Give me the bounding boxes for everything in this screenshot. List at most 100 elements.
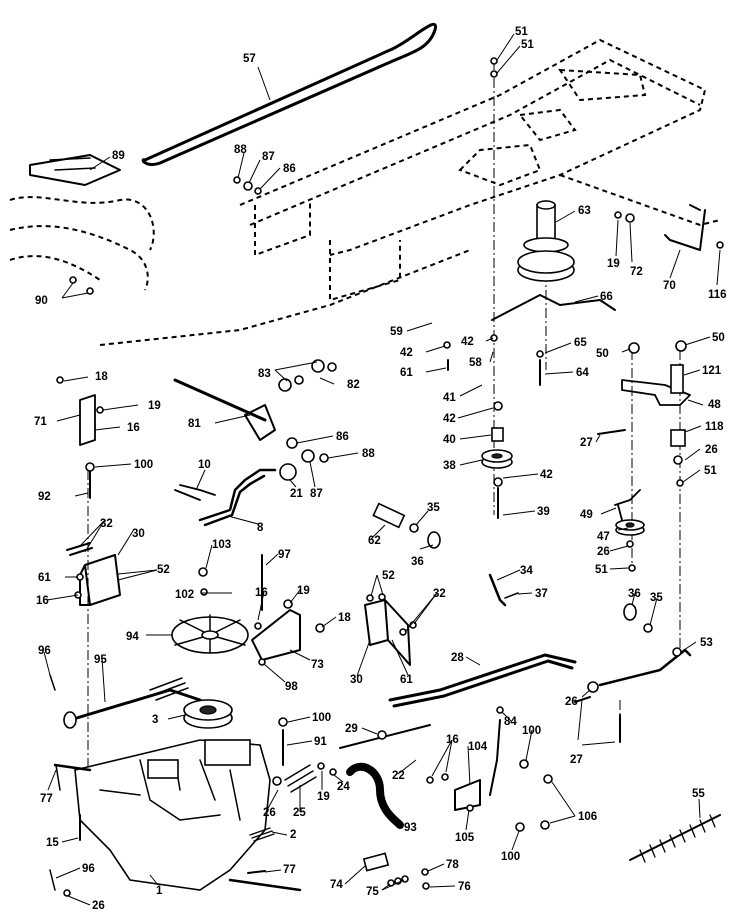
idler-pulley-47 xyxy=(615,519,645,536)
callout-75: 75 xyxy=(366,886,379,898)
callout-39: 39 xyxy=(537,506,550,518)
callout-24: 24 xyxy=(337,781,350,793)
callout-102: 102 xyxy=(175,589,194,601)
callout-16: 16 xyxy=(446,734,459,746)
cooling-fan xyxy=(171,614,249,654)
callout-100: 100 xyxy=(501,851,520,863)
callout-38: 38 xyxy=(443,460,456,472)
rod-53 xyxy=(598,648,692,687)
callout-84: 84 xyxy=(504,716,517,728)
callout-82: 82 xyxy=(347,379,360,391)
callout-35: 35 xyxy=(650,592,663,604)
callout-51: 51 xyxy=(595,564,608,576)
callout-42: 42 xyxy=(400,347,413,359)
callout-18: 18 xyxy=(95,371,108,383)
callout-30: 30 xyxy=(132,528,145,540)
callout-61: 61 xyxy=(38,572,51,584)
callout-88: 88 xyxy=(362,448,375,460)
callout-90: 90 xyxy=(35,295,48,307)
transmission-pulley xyxy=(183,699,233,729)
callout-86: 86 xyxy=(283,163,296,175)
leader-lines xyxy=(43,33,721,906)
rod-34 xyxy=(488,573,507,607)
callout-26: 26 xyxy=(565,696,578,708)
callout-10: 10 xyxy=(198,459,211,471)
callout-22: 22 xyxy=(392,770,405,782)
callout-18: 18 xyxy=(338,612,351,624)
callout-86: 86 xyxy=(336,431,349,443)
callout-15: 15 xyxy=(46,837,59,849)
upper-pulley xyxy=(517,200,575,282)
callout-58: 58 xyxy=(469,357,482,369)
callout-42: 42 xyxy=(443,413,456,425)
callout-34: 34 xyxy=(520,565,533,577)
callout-36: 36 xyxy=(628,588,641,600)
callout-48: 48 xyxy=(708,399,721,411)
callout-70: 70 xyxy=(663,280,676,292)
bracket-49 xyxy=(614,489,641,521)
callout-36: 36 xyxy=(411,556,424,568)
callout-100: 100 xyxy=(522,725,541,737)
callout-26: 26 xyxy=(92,900,105,912)
callout-49: 49 xyxy=(580,509,593,521)
callout-32: 32 xyxy=(100,518,113,530)
shift-rod-10 xyxy=(174,484,216,501)
hardware xyxy=(49,57,724,897)
spring-25 xyxy=(284,764,317,793)
callout-26: 26 xyxy=(705,444,718,456)
idler-arm xyxy=(491,294,616,321)
callout-65: 65 xyxy=(574,337,587,349)
callout-32: 32 xyxy=(433,588,446,600)
callout-87: 87 xyxy=(262,151,275,163)
callout-40: 40 xyxy=(443,434,456,446)
callout-16: 16 xyxy=(127,422,140,434)
callout-52: 52 xyxy=(157,564,170,576)
chassis-frame xyxy=(99,38,721,346)
callout-72: 72 xyxy=(630,266,643,278)
callout-53: 53 xyxy=(700,637,713,649)
callout-41: 41 xyxy=(443,392,456,404)
callout-26: 26 xyxy=(263,807,276,819)
callout-100: 100 xyxy=(312,712,331,724)
spring-55 xyxy=(629,814,721,863)
bracket-104 xyxy=(454,779,481,811)
callout-103: 103 xyxy=(212,539,231,551)
callout-42: 42 xyxy=(461,336,474,348)
bracket-71 xyxy=(79,394,96,446)
callout-16: 16 xyxy=(255,587,268,599)
callout-59: 59 xyxy=(390,326,403,338)
callout-57: 57 xyxy=(243,53,256,65)
callout-83: 83 xyxy=(258,368,271,380)
callout-62: 62 xyxy=(368,535,381,547)
callout-3: 3 xyxy=(152,714,158,726)
callout-30: 30 xyxy=(350,674,363,686)
callout-87: 87 xyxy=(310,488,323,500)
callout-55: 55 xyxy=(692,788,705,800)
transaxle xyxy=(53,739,302,892)
idler-pulley-38 xyxy=(481,449,513,469)
callout-74: 74 xyxy=(330,879,343,891)
callout-116: 116 xyxy=(708,289,727,301)
callout-50: 50 xyxy=(712,332,725,344)
callout-19: 19 xyxy=(317,791,330,803)
bracket-70 xyxy=(664,204,706,251)
callout-64: 64 xyxy=(576,367,589,379)
rod-84 xyxy=(489,719,501,796)
callout-2: 2 xyxy=(290,829,296,841)
callout-27: 27 xyxy=(580,437,593,449)
bracket-73 xyxy=(251,609,301,661)
callout-29: 29 xyxy=(345,723,358,735)
rod-28 xyxy=(388,653,577,708)
callout-26: 26 xyxy=(597,546,610,558)
callout-61: 61 xyxy=(400,674,413,686)
callout-16: 16 xyxy=(36,595,49,607)
callout-8: 8 xyxy=(257,522,264,534)
callout-labels: 57 51 51 89 88 87 86 63 19 72 70 116 90 … xyxy=(34,26,727,912)
callout-93: 93 xyxy=(404,822,417,834)
hood-outline xyxy=(9,154,155,291)
callout-73: 73 xyxy=(311,659,324,671)
callout-35: 35 xyxy=(427,502,440,514)
callout-91: 91 xyxy=(314,736,327,748)
